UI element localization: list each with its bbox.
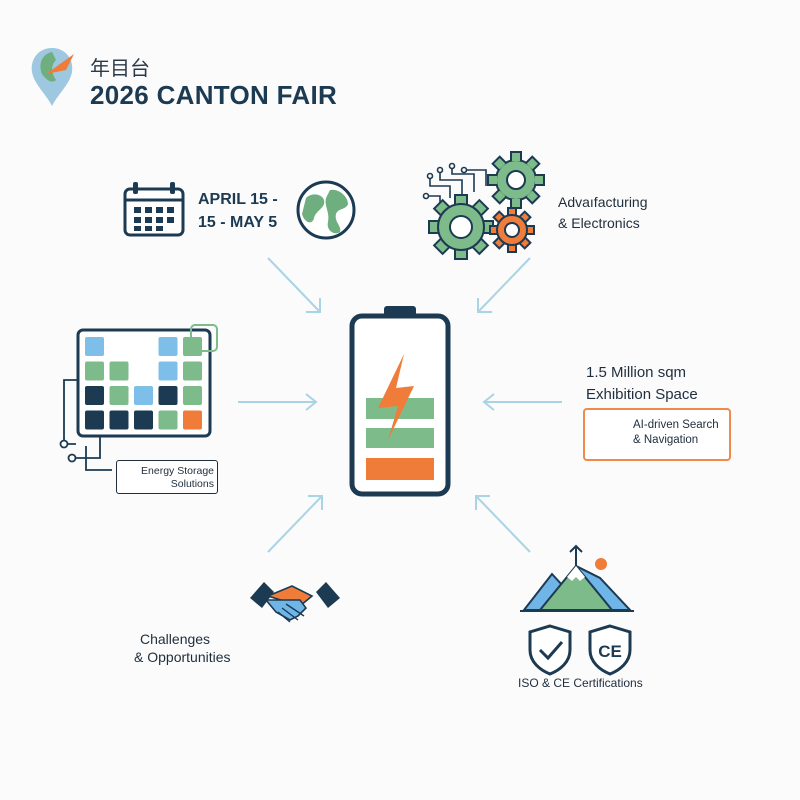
manufacturing-line-2: & Electronics	[558, 215, 640, 231]
challenges-label: Challenges & Opportunities	[134, 630, 231, 666]
circuit-icon	[422, 162, 487, 206]
grid-cell	[158, 410, 178, 430]
date-range: APRIL 15 - 15 - MAY 5	[198, 188, 278, 234]
energy-storage-label: Energy Storage Solutions	[116, 465, 214, 491]
exhibition-space-label: 1.5 Million sqm Exhibition Space	[586, 362, 698, 406]
energy-line-2: Solutions	[170, 478, 214, 490]
arrow-left	[238, 393, 318, 411]
connector-arrows	[238, 257, 562, 553]
grid-cell	[85, 337, 104, 356]
grid-cell	[158, 386, 178, 405]
grid-cell	[183, 410, 202, 430]
challenges-line-2: & Opportunities	[134, 649, 231, 665]
energy-line-1: Energy Storage	[141, 465, 214, 477]
grid-cell	[109, 337, 129, 356]
handshake-icon	[250, 582, 340, 623]
date-line-1: APRIL 15 -	[198, 191, 278, 208]
energy-storage-box	[116, 460, 218, 494]
ai-line-1: AI-driven Search	[633, 419, 719, 431]
arrow-top-right	[477, 257, 531, 313]
grid-cell	[85, 410, 104, 430]
grid-panel-icon	[59, 324, 218, 471]
date-line-2: 15 - MAY 5	[198, 214, 278, 231]
grid-cell	[134, 337, 153, 356]
shield-check-icon	[528, 624, 572, 676]
grid-cell	[183, 361, 202, 381]
challenges-line-1: Challenges	[140, 631, 211, 647]
battery-icon	[349, 306, 451, 497]
ai-line-2: & Navigation	[633, 434, 699, 446]
exhibition-line-1: 1.5 Million sqm	[586, 364, 687, 381]
grid-cell	[183, 337, 202, 356]
grid-cell	[109, 361, 129, 381]
logo-icon	[31, 48, 74, 106]
certifications-label: ISO & CE Certifications	[518, 676, 643, 690]
gear-icon	[428, 151, 545, 260]
grid-cell	[109, 410, 129, 430]
grid-cell	[134, 361, 153, 381]
grid-cell	[109, 386, 129, 405]
exhibition-line-2: Exhibition Space	[586, 386, 698, 403]
shield-ce-icon: CE	[588, 624, 632, 676]
mountain-icon	[520, 544, 634, 612]
ce-mark: CE	[598, 642, 622, 661]
page-title: 2026 CANTON FAIR	[90, 80, 338, 110]
arrow-top-left	[267, 257, 321, 313]
grid-cell	[183, 386, 202, 405]
grid-cell	[85, 361, 104, 381]
arrow-bottom-left	[267, 495, 323, 553]
manufacturing-label: Advaıfacturing & Electronics	[558, 192, 648, 234]
grid-cell	[134, 410, 153, 430]
ai-feature-box	[583, 408, 731, 461]
grid-cell	[85, 386, 104, 405]
calendar-icon	[123, 182, 185, 237]
ai-feature-label: AI-driven Search & Navigation	[633, 418, 719, 448]
arrow-bottom-right	[475, 495, 531, 553]
grid-cell	[134, 386, 153, 405]
grid-cell	[158, 361, 178, 381]
globe-icon	[296, 180, 356, 240]
arrow-right	[482, 393, 562, 411]
manufacturing-line-1: Advaıfacturing	[558, 194, 648, 210]
lightning-icon	[378, 354, 414, 440]
header-chinese-title: 年目台	[90, 56, 150, 80]
grid-cell	[158, 337, 178, 356]
